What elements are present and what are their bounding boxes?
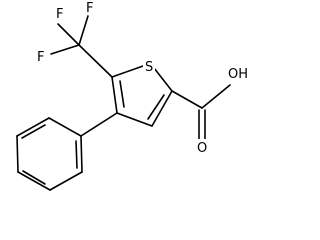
bond-s-c2 [153, 67, 173, 92]
fluorine-label: F [56, 7, 63, 22]
fluorine-label: F [86, 1, 93, 16]
bond-phenyl-inner-1 [75, 140, 78, 169]
bond-c2-carboxyl [171, 90, 203, 109]
bond-cf3-c5 [78, 44, 113, 78]
fluorine-mask-1 [53, 5, 65, 20]
bond-phenyl-2 [49, 171, 83, 191]
carbonyl-oxygen-label: O [197, 141, 207, 156]
bond-phenyl-4 [16, 135, 19, 173]
bond-c4-phenyl [80, 112, 118, 137]
bond-phenyl-1 [80, 135, 83, 173]
fluorine-mask-2 [84, 0, 96, 15]
bond-phenyl-3 [17, 171, 51, 191]
bond-phenyl-inner-3 [21, 124, 46, 139]
molecule-structure: F F F S OH O [16, 0, 248, 191]
bond-phenyl-5 [16, 117, 50, 137]
hydroxyl-mask [226, 64, 248, 80]
bond-c4-c5 [111, 76, 118, 114]
fluorine-label: F [37, 50, 44, 65]
bond-cf3-f1 [57, 23, 80, 46]
bond-c3-c4 [116, 112, 153, 127]
carbonyl-oxygen-mask [194, 139, 209, 155]
sulfur-label: S [145, 60, 153, 75]
bond-c2-c3-inner [147, 94, 165, 120]
bond-c5-s [111, 65, 144, 78]
bond-phenyl-inner-2 [22, 170, 46, 185]
bond-phenyl-6 [48, 117, 82, 137]
fluorine-mask-3 [33, 48, 45, 63]
sulfur-mask [143, 58, 155, 73]
bond-cf3-f3 [50, 44, 80, 55]
hydroxyl-label: OH [228, 67, 248, 82]
bond-carboxyl-oh [201, 84, 231, 109]
bond-cf3-f2 [78, 15, 89, 46]
bond-c2-c3 [151, 90, 173, 127]
bond-c4-c5-inner [119, 80, 125, 108]
